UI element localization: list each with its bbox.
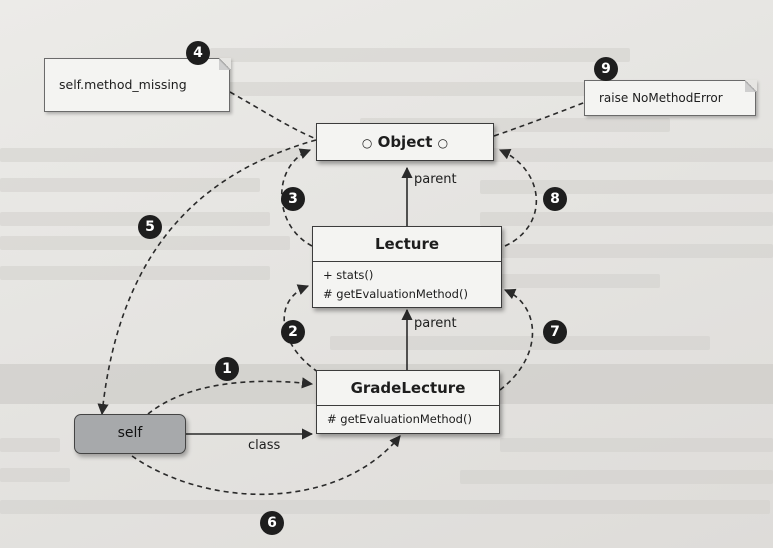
step-6-arrow [131, 435, 401, 496]
parent-label-upper: parent [414, 172, 457, 187]
grade-lecture-method: # getEvaluationMethod() [327, 412, 472, 426]
lecture-methods: + stats() # getEvaluationMethod() [313, 262, 501, 304]
step-1-arrow [147, 377, 314, 415]
class-label: class [248, 438, 281, 453]
grade-lecture-methods: # getEvaluationMethod() [317, 406, 499, 429]
object-class-title: Object [377, 133, 433, 151]
step-9-badge: 9 [594, 57, 618, 81]
step-4-badge: 4 [186, 41, 210, 65]
step-5-arrow [97, 139, 317, 416]
object-class-box: ○ Object ○ [316, 123, 494, 161]
lecture-class-title: Lecture [313, 227, 501, 262]
step-7-badge: 7 [543, 320, 567, 344]
lecture-method: + stats() [323, 268, 374, 282]
method-missing-note: self.method_missing [44, 57, 231, 112]
step-9-arrow [493, 96, 598, 137]
step-8-badge: 8 [543, 187, 567, 211]
no-method-error-text: raise NoMethodError [599, 91, 723, 105]
step-7-arrow [499, 288, 534, 391]
interface-right-icon: ○ [437, 136, 449, 150]
step-1-badge: 1 [215, 357, 239, 381]
no-method-error-note: raise NoMethodError [584, 79, 757, 116]
interface-left-icon: ○ [361, 136, 373, 150]
step-4-arrow [229, 91, 315, 139]
step-2-badge: 2 [281, 320, 305, 344]
grade-lecture-class-title: GradeLecture [317, 371, 499, 406]
lecture-method: # getEvaluationMethod() [323, 287, 468, 301]
self-object: self [74, 414, 186, 454]
grade-lecture-class-box: GradeLecture # getEvaluationMethod() [316, 370, 500, 434]
step-8-arrow [498, 148, 538, 247]
self-label: self [117, 425, 143, 441]
step-3-badge: 3 [281, 187, 305, 211]
step-5-badge: 5 [138, 215, 162, 239]
lecture-class-box: Lecture + stats() # getEvaluationMethod(… [312, 226, 502, 308]
method-missing-text: self.method_missing [59, 77, 187, 92]
step-6-badge: 6 [260, 511, 284, 535]
parent-label-lower: parent [414, 316, 457, 331]
